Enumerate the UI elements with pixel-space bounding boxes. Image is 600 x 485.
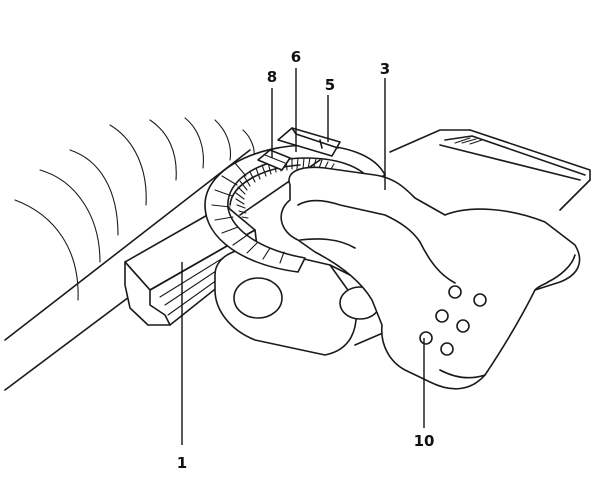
lever-holes bbox=[419, 285, 487, 356]
label-part-8: 8 bbox=[267, 68, 277, 86]
lever-handle bbox=[280, 166, 581, 390]
label-part-10: 10 bbox=[414, 432, 435, 450]
callout-labels: 8 6 5 3 1 10 bbox=[177, 48, 435, 472]
label-part-6: 6 bbox=[291, 48, 301, 66]
toothed-ring bbox=[204, 127, 386, 273]
label-part-1: 1 bbox=[177, 454, 187, 472]
label-part-5: 5 bbox=[325, 76, 335, 94]
label-part-3: 3 bbox=[380, 60, 390, 78]
leader-lines bbox=[181, 68, 425, 445]
